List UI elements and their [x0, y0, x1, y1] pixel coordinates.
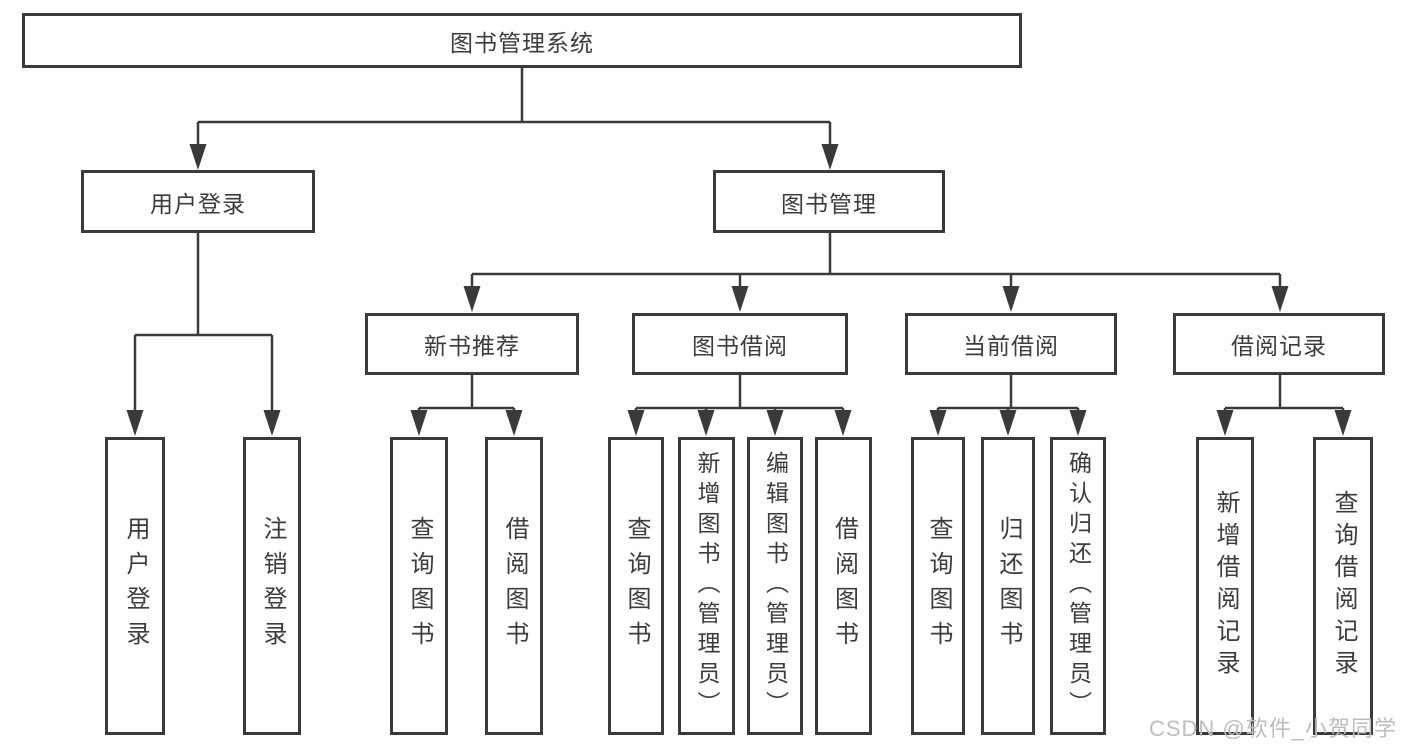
leaf-user-login: 用户登录: [105, 437, 165, 735]
leaf-edit-book-admin: 编辑图书（管理员）: [747, 437, 803, 735]
leaf-borrow-books: 借阅图书: [815, 437, 872, 735]
leaf-query-borrow-record: 查询借阅记录: [1313, 437, 1373, 735]
leaf-return-book: 归还图书: [981, 437, 1035, 735]
node-borrow-records: 借阅记录: [1173, 313, 1385, 375]
leaf-query-books-recommend: 查询图书: [390, 437, 448, 735]
leaf-confirm-return-admin: 确认归还（管理员）: [1050, 437, 1106, 735]
node-root: 图书管理系统: [22, 13, 1022, 68]
leaf-logout: 注销登录: [243, 437, 301, 735]
leaf-borrow-books-recommend: 借阅图书: [485, 437, 543, 735]
node-current-borrow: 当前借阅: [905, 313, 1117, 375]
csdn-watermark: CSDN @软件_小贺同学: [1148, 716, 1397, 741]
leaf-add-borrow-record: 新增借阅记录: [1196, 437, 1254, 735]
node-book-management: 图书管理: [713, 170, 945, 233]
node-user-login: 用户登录: [81, 170, 315, 233]
node-book-borrow: 图书借阅: [632, 313, 848, 375]
node-new-book-recommend: 新书推荐: [365, 313, 579, 375]
leaf-query-books-current: 查询图书: [911, 437, 965, 735]
leaf-add-book-admin: 新增图书（管理员）: [678, 437, 735, 735]
leaf-query-books-borrow: 查询图书: [608, 437, 664, 735]
